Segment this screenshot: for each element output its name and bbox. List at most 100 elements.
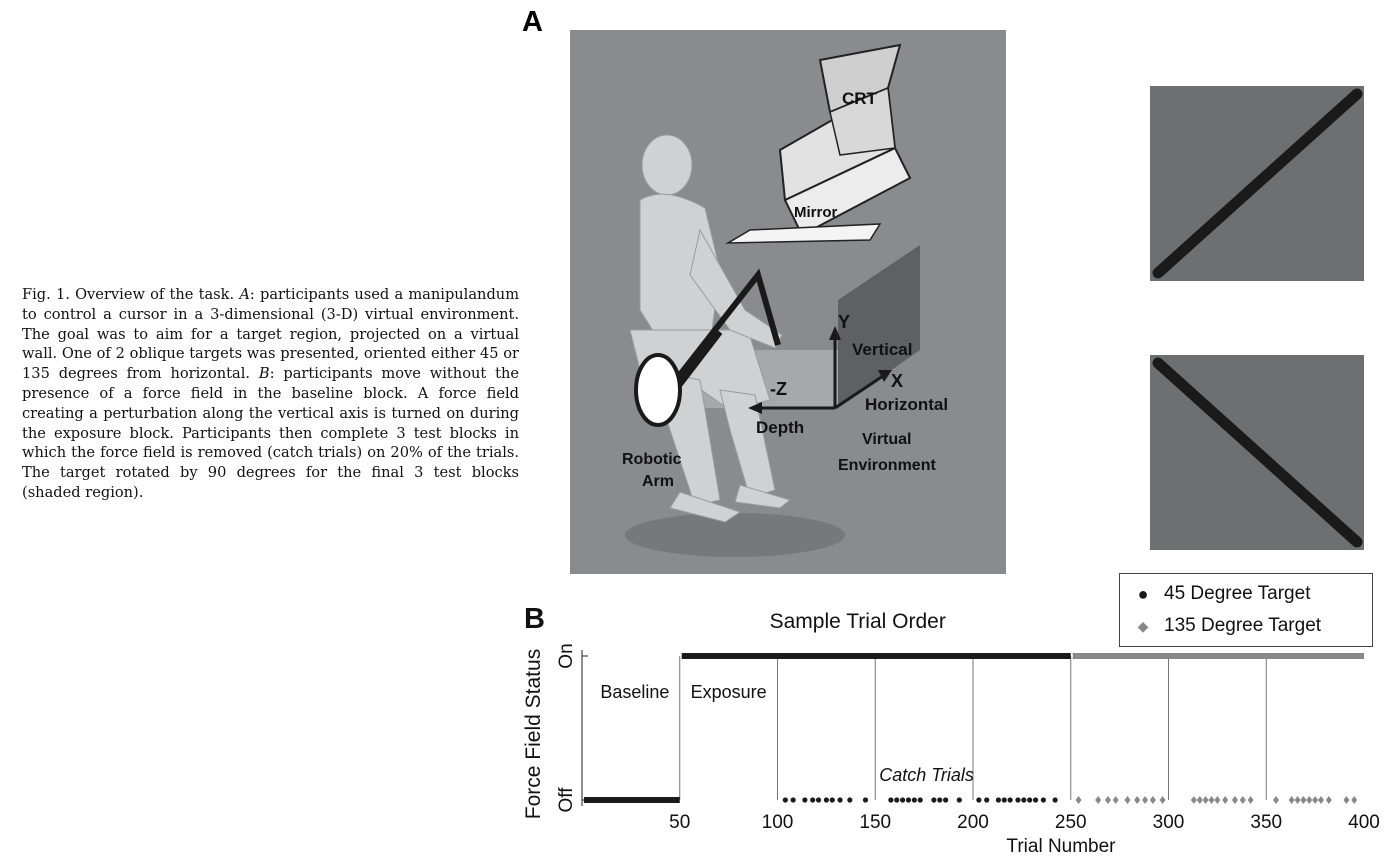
catch-trial-point-45 — [888, 797, 894, 803]
catch-trial-point-135 — [1214, 796, 1221, 804]
axis-x-label: X — [891, 371, 903, 391]
catch-trial-point-135 — [1222, 796, 1229, 804]
legend-label-45: 45 Degree Target — [1164, 583, 1311, 604]
caption-a-label: A — [239, 286, 250, 303]
catch-trial-point-45 — [894, 797, 900, 803]
axis-y-label: Y — [838, 312, 850, 332]
catch-trial-point-135 — [1300, 796, 1307, 804]
panel-b-label: B — [524, 603, 545, 635]
catch-trial-point-45 — [802, 797, 808, 803]
fig-label: Fig. 1. — [22, 286, 70, 303]
catch-trial-point-45 — [937, 797, 943, 803]
catch-trial-point-45 — [943, 797, 949, 803]
y-axis-title: Force Field Status — [522, 649, 545, 819]
catch-trial-point-45 — [1007, 797, 1013, 803]
catch-trial-point-135 — [1351, 796, 1358, 804]
catch-trial-point-135 — [1095, 796, 1102, 804]
catch-trial-point-45 — [790, 797, 796, 803]
floor-shadow — [625, 513, 845, 557]
legend-item-45: ● 45 Degree Target — [1132, 582, 1311, 606]
catch-trial-point-45 — [900, 797, 906, 803]
chart-legend: ● 45 Degree Target ◆ 135 Degree Target — [1119, 573, 1373, 647]
axis-z-label: -Z — [770, 379, 787, 399]
catch-trial-point-45 — [976, 797, 982, 803]
panel-a-label: A — [522, 6, 543, 38]
robotic-arm-icon — [665, 268, 781, 394]
mirror-label: Mirror — [794, 204, 838, 221]
catch-trial-point-45 — [862, 797, 869, 803]
x-tick-label-250: 250 — [1055, 812, 1087, 833]
robotic-arm-label-1: Robotic — [622, 451, 682, 468]
catch-trial-point-45 — [1001, 797, 1007, 803]
chart-title: Sample Trial Order — [770, 610, 946, 633]
participant-figure — [629, 134, 792, 523]
catch-trial-point-45 — [823, 797, 829, 803]
axes-arrows — [748, 326, 892, 414]
x-tick-label-150: 150 — [859, 812, 891, 833]
mirror-plate — [725, 223, 882, 244]
catch-trial-point-135 — [1208, 796, 1215, 804]
catch-trial-point-45 — [931, 797, 937, 803]
target-135-bar — [1152, 357, 1363, 548]
catch-trial-point-45 — [837, 797, 843, 803]
catch-trial-point-45 — [782, 797, 788, 803]
catch-trial-point-135 — [1343, 796, 1350, 804]
robotic-arm-base — [634, 353, 682, 427]
catch-trial-point-45 — [1032, 797, 1039, 803]
x-axis-title: Trial Number — [1006, 836, 1116, 857]
catch-trial-point-135 — [1325, 796, 1332, 804]
catch-trial-point-45 — [905, 797, 912, 803]
catch-trial-point-135 — [1159, 796, 1166, 804]
catch-trial-point-135 — [1317, 796, 1324, 804]
crt-label: CRT — [842, 89, 878, 108]
x-tick-label-100: 100 — [762, 812, 794, 833]
caption-title: Overview of the task. — [75, 286, 235, 303]
x-tick-label-50: 50 — [669, 812, 690, 833]
legend-label-135: 135 Degree Target — [1164, 615, 1322, 636]
catch-trial-point-135 — [1124, 796, 1131, 804]
catch-trial-point-45 — [956, 797, 962, 803]
target-135-degree — [1150, 355, 1364, 550]
x-tick-label-400: 400 — [1348, 812, 1380, 833]
catch-trial-point-45 — [995, 797, 1002, 803]
catch-trial-point-135 — [1202, 796, 1209, 804]
catch-trial-point-45 — [1052, 797, 1058, 803]
catch-trial-point-45 — [810, 797, 816, 803]
x-tick-label-200: 200 — [957, 812, 989, 833]
caption-b-text: : participants move without the presence… — [22, 365, 519, 501]
y-tick-label-on: On — [556, 643, 577, 668]
vertical-label: Vertical — [852, 340, 913, 359]
target-45-bar — [1152, 88, 1363, 279]
catch-trial-point-45 — [984, 797, 990, 803]
virtual-env-label-1: Virtual — [862, 431, 912, 448]
depth-label: Depth — [756, 418, 804, 437]
target-45-degree — [1150, 86, 1364, 281]
catch-trial-point-45 — [1021, 797, 1027, 803]
catch-trial-point-135 — [1142, 796, 1149, 804]
virtual-env-label-2: Environment — [838, 457, 936, 474]
catch-trial-point-135 — [1075, 796, 1082, 804]
catch-trial-point-135 — [1294, 796, 1301, 804]
catch-trial-point-45 — [917, 797, 923, 803]
figure-caption: Fig. 1. Overview of the task. A : partici… — [22, 285, 519, 503]
catch-trial-point-135 — [1288, 796, 1295, 804]
catch-trial-point-135 — [1104, 796, 1111, 804]
catch-trial-point-135 — [1306, 796, 1313, 804]
catch-trial-point-45 — [911, 797, 917, 803]
task-apparatus-illustration: CRT Mirror — [570, 30, 1006, 574]
caption-b-label: B — [258, 365, 270, 383]
catch-trial-point-45 — [847, 797, 853, 803]
catch-trial-point-135 — [1112, 796, 1119, 804]
catch-trial-point-45 — [1015, 797, 1021, 803]
robotic-arm-label-2: Arm — [642, 473, 674, 490]
catch-trial-point-45 — [829, 797, 835, 803]
catch-trial-point-135 — [1196, 796, 1203, 804]
y-tick-label-off: Off — [556, 787, 577, 813]
horizontal-label: Horizontal — [865, 395, 948, 414]
catch-trials-annotation: Catch Trials — [879, 765, 974, 785]
catch-trial-point-135 — [1312, 796, 1319, 804]
catch-trial-point-135 — [1247, 796, 1254, 804]
dot-marker-icon: ● — [1137, 583, 1149, 604]
catch-trial-point-135 — [1149, 796, 1156, 804]
